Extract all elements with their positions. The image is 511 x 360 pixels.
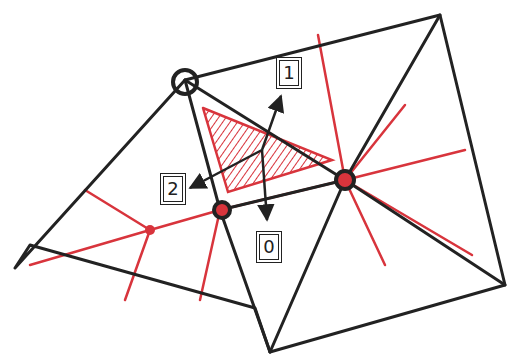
index-box: 0 [256, 231, 282, 263]
direction-arrows [190, 96, 281, 220]
index-number: 1 [283, 63, 294, 83]
index-number: 0 [263, 237, 274, 257]
index-box: 1 [276, 57, 302, 89]
index-number: 2 [167, 179, 178, 199]
mesh-vertices [145, 70, 354, 235]
index-box: 2 [160, 173, 186, 205]
mesh-edges [15, 15, 505, 352]
hatched-cell [203, 108, 332, 192]
